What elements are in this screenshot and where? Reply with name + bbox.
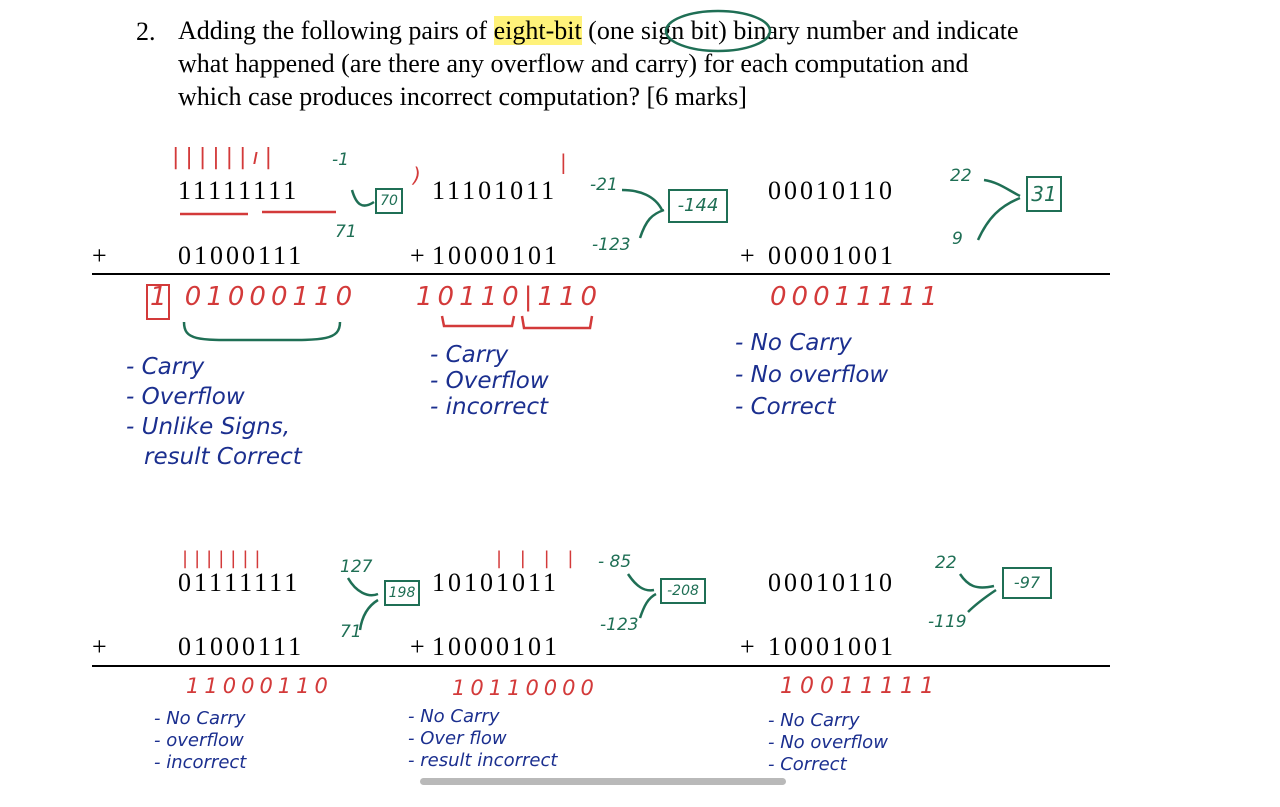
underline-r1p1 [180,210,336,216]
question-line-3: which case produces incorrect computatio… [178,82,747,111]
note-line: - overflow [154,730,244,751]
operand-top-r2p2: 10101011 [432,568,560,597]
decimal-top-r1p3: 22 [950,166,972,186]
notes-r1p3: - No Carry - No overflow - Correct [735,327,888,423]
bracket-r1p2 [440,315,594,330]
question-text-b: (one [581,16,641,45]
decimal-bottom-r2p3: -119 [928,612,967,632]
decimal-bottom-r2p2: -123 [600,615,639,635]
plus-sign-r2p3: + [740,632,755,661]
operand-bottom-r2p2: 10000101 [432,632,560,661]
carry-mark-r1p2: | [560,150,567,174]
note-line: - Overflow [126,384,245,410]
note-line: result Correct [144,444,302,470]
question-text-c: ) binary number and indicate [718,16,1019,45]
result-r2p1: 11000110 [186,674,333,698]
operand-top-r2p3: 00010110 [768,568,896,597]
operand-bottom-r2p3: 10001001 [768,632,896,661]
notes-r1p1: - Carry - Overflow - Unlike Signs, resul… [126,352,302,472]
sum-box-r2p3: -97 [1002,567,1052,599]
arrow-r1p2 [621,188,665,239]
question-line-2: what happened (are there any overflow an… [178,49,969,78]
arrow-r1p1 [350,189,375,207]
operand-bottom-r1p2: 10000101 [432,241,560,270]
highlight-eight-bit: eight-bit [493,16,582,45]
note-line: - Over flow [408,728,507,749]
note-line: - No Carry [735,330,852,356]
operand-top-r1p3: 00010110 [768,176,896,205]
note-line: - Correct [768,754,847,775]
note-line: - No Carry [154,708,246,729]
operand-bottom-r1p1: 01000111 [178,241,305,270]
carry-out-box [146,284,170,320]
horizontal-scrollbar[interactable] [420,778,786,785]
plus-sign-r1p3: + [740,241,755,270]
notes-r2p2: - No Carry - Over flow - result incorrec… [408,706,557,772]
operand-bottom-r1p3: 00001001 [768,241,896,270]
decimal-top-r1p1: -1 [332,150,349,170]
notes-r2p1: - No Carry - overflow - incorrect [154,708,246,774]
note-line: - No overflow [735,362,889,388]
question-number: 2. [136,17,156,46]
operand-bottom-r2p1: 01000111 [178,632,305,661]
note-line: - Correct [735,394,836,420]
note-line: - Overflow [430,368,549,394]
note-line: - incorrect [430,394,549,420]
decimal-bottom-r1p1: 71 [335,222,357,242]
plus-sign-r1p2: + [410,241,425,270]
result-r2p3: 10011111 [780,674,940,699]
note-line: - Carry [126,354,205,380]
question-line-1: Adding the following pairs of eight-bit … [178,14,1019,47]
notes-r1p2: - Carry - Overflow - incorrect [430,342,549,420]
carry-mark-left-r1p2: ) [413,163,421,187]
notes-r2p3: - No Carry - No overflow - Correct [768,710,888,776]
operand-top-r1p1: 11111111 [178,176,300,205]
sum-box-r2p2: -208 [660,578,706,604]
note-line: - result incorrect [408,750,558,771]
carry-marks-r2p1: ||||||| [182,548,267,569]
note-line: - No Carry [408,706,500,727]
decimal-top-r2p2: - 85 [598,552,632,572]
decimal-bottom-r1p3: 9 [952,229,963,249]
arrow-r2p3 [958,573,997,613]
decimal-top-r1p2: -21 [590,175,618,195]
note-line: - No overflow [768,732,888,753]
note-line: - Unlike Signs, [126,414,291,440]
question-text-a: Adding the following pairs of [178,16,494,45]
result-r1p2: 10110|110 [416,282,603,312]
decimal-bottom-r2p1: 71 [340,622,362,642]
note-line: - incorrect [154,752,247,773]
sum-box-r1p2: -144 [668,189,728,223]
result-r1p1: 1 01000110 [150,282,358,312]
carry-marks-r2p2: | | | | [496,548,580,569]
plus-sign-r1p1: + [92,241,107,270]
bracket-r1p1 [182,321,342,342]
result-r2p2: 10110000 [452,676,599,700]
sum-box-r1p1: 70 [375,188,403,214]
operand-top-r1p2: 11101011 [432,176,558,205]
plus-sign-r2p1: + [92,632,107,661]
arrow-r2p1 [346,577,379,631]
decimal-top-r2p1: 127 [340,557,373,577]
decimal-top-r2p3: 22 [935,553,957,573]
arrow-r2p2 [626,573,657,619]
decimal-bottom-r1p2: -123 [592,235,631,255]
carry-marks-r1p1: ||||||ı| [172,145,278,170]
sign-bit-circle [664,9,772,53]
operand-top-r2p1: 01111111 [178,568,301,597]
result-r1p3: 00011111 [770,282,943,312]
plus-sign-r2p2: + [410,632,425,661]
sum-rule-row2 [92,665,1110,667]
note-line: - Carry [430,342,509,368]
sum-rule-row1 [92,273,1110,275]
circled-sign-bit: sign bit [640,16,719,45]
arrow-r1p3 [976,178,1021,241]
note-line: - No Carry [768,710,860,731]
sum-box-r2p1: 198 [384,580,420,606]
sum-box-r1p3: 31 [1026,176,1062,212]
